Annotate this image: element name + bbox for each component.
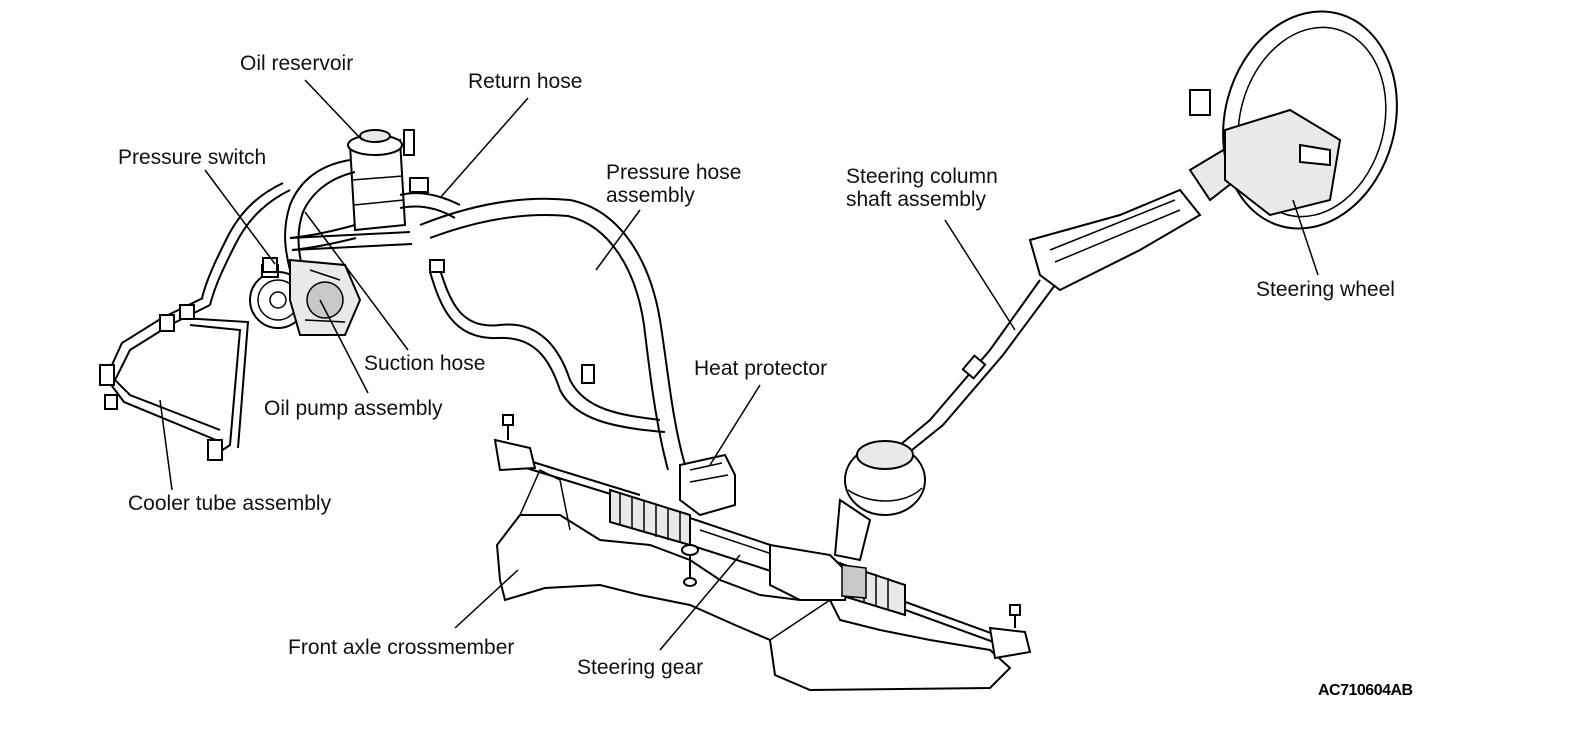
label-oil-reservoir: Oil reservoir [240, 52, 354, 75]
leader-steering-column [944, 219, 1016, 331]
leader-oil-pump [319, 299, 369, 394]
leader-pressure-switch [204, 169, 276, 265]
label-pressure-switch: Pressure switch [118, 146, 267, 169]
cooler-tube-assembly [99, 182, 291, 461]
label-oil-pump-assembly: Oil pump assembly [264, 397, 443, 420]
front-axle-crossmember [495, 468, 1012, 692]
leader-steering-wheel [1292, 199, 1319, 276]
heat-protector [679, 453, 736, 517]
leader-heat-protector [709, 384, 761, 466]
steering-gear [493, 414, 1032, 660]
label-suction-hose: Suction hose [364, 352, 486, 375]
label-steering-wheel: Steering wheel [1256, 278, 1395, 301]
pressure-hose-assembly [419, 197, 686, 471]
steering-column-shaft-assembly [833, 138, 1257, 562]
steering-wheel [1189, 10, 1398, 230]
label-steering-column-shaft-assembly: Steering column shaft assembly [846, 165, 998, 211]
label-front-axle-crossmember: Front axle crossmember [288, 636, 515, 659]
leader-cooler-tube [159, 399, 173, 491]
pressure-switch [262, 257, 278, 273]
leader-pressure-hose [595, 209, 641, 271]
leader-suction-hose [304, 211, 409, 351]
label-return-hose: Return hose [468, 70, 583, 93]
leader-steering-gear [659, 554, 741, 651]
label-pressure-hose-assembly: Pressure hose assembly [606, 161, 742, 207]
leader-oil-reservoir [304, 79, 363, 141]
oil-pump-assembly [249, 258, 362, 336]
leader-crossmember [454, 569, 519, 629]
leader-lines [159, 79, 1319, 651]
return-hose [399, 177, 461, 219]
figure-code: AC710604AB [1318, 682, 1413, 699]
label-cooler-tube-assembly: Cooler tube assembly [128, 492, 332, 515]
leader-return-hose [439, 97, 529, 199]
label-heat-protector: Heat protector [694, 357, 828, 380]
label-steering-gear: Steering gear [577, 656, 704, 679]
oil-reservoir [347, 129, 415, 232]
suction-hose [284, 159, 413, 271]
